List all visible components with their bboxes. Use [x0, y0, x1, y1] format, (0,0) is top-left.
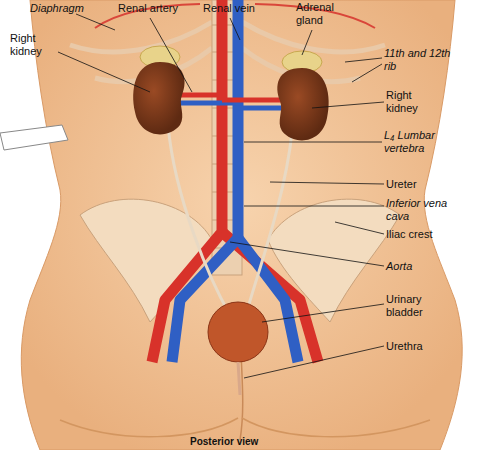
- part-label: Urinary bladder: [386, 293, 438, 319]
- part-label: Urethra: [386, 340, 446, 353]
- part-label: L₄ Lumbar vertebra: [384, 129, 460, 155]
- part-label: Renal artery: [118, 2, 198, 15]
- part-label: Diaphragm: [30, 2, 90, 15]
- part-label: Inferior vena cava: [386, 197, 456, 223]
- caption: Posterior view: [190, 436, 258, 447]
- part-label: Iliac crest: [386, 228, 464, 241]
- part-label: Aorta: [386, 260, 436, 273]
- part-label: Ureter: [386, 178, 446, 191]
- part-label: Adrenal gland: [296, 1, 346, 27]
- part-label: 11th and 12th rib: [384, 47, 454, 73]
- part-label: Right kidney: [386, 89, 438, 115]
- part-label: Right kidney: [10, 32, 58, 58]
- part-label: Renal vein: [203, 2, 273, 15]
